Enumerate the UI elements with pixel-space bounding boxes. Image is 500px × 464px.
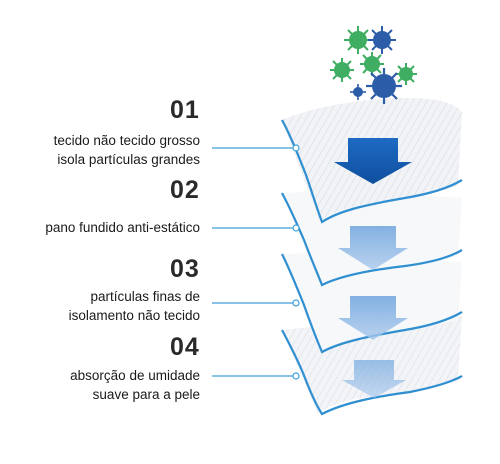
layer-number-1: 01 xyxy=(170,96,200,124)
virus-icon xyxy=(395,63,417,85)
layer-label-3-line-1: partículas finas de xyxy=(90,289,200,304)
layer-number-4: 04 xyxy=(170,333,200,361)
down-arrow-icon xyxy=(338,226,408,270)
down-arrow-icon xyxy=(342,360,406,398)
layer-label-2: pano fundido anti-estático xyxy=(0,218,200,237)
down-arrow-icon xyxy=(334,138,412,184)
connector-2 xyxy=(212,224,300,232)
down-arrow-icon xyxy=(338,296,408,340)
layer-label-1-line-1: tecido não tecido grosso xyxy=(53,133,200,148)
connector-4 xyxy=(212,372,300,380)
connector-dot-icon xyxy=(292,299,300,307)
layer-label-4-line-1: absorção de umidade xyxy=(70,368,200,383)
layer-label-3-line-2: isolamento não tecido xyxy=(68,308,200,323)
virus-icon xyxy=(350,84,366,100)
layer-label-3: partículas finas de isolamento não tecid… xyxy=(0,287,200,325)
layer-label-1: tecido não tecido grosso isola partícula… xyxy=(0,131,200,169)
virus-icon xyxy=(368,26,396,54)
virus-icon xyxy=(330,58,354,82)
connector-dot-icon xyxy=(292,144,300,152)
layer-number-2: 02 xyxy=(170,176,200,204)
virus-cluster xyxy=(330,26,417,104)
layer-label-2-line-1: pano fundido anti-estático xyxy=(45,220,200,235)
connector-3 xyxy=(212,299,300,307)
layer-label-1-line-2: isola partículas grandes xyxy=(57,152,200,167)
layer-label-4-line-2: suave para a pele xyxy=(92,387,200,402)
virus-icon xyxy=(366,68,402,104)
connector-dot-icon xyxy=(292,372,300,380)
layer-number-3: 03 xyxy=(170,255,200,283)
connector-1 xyxy=(212,144,300,152)
virus-icon xyxy=(360,52,384,76)
connector-dot-icon xyxy=(292,224,300,232)
layer-label-4: absorção de umidade suave para a pele xyxy=(0,366,200,404)
virus-icon xyxy=(344,26,372,54)
